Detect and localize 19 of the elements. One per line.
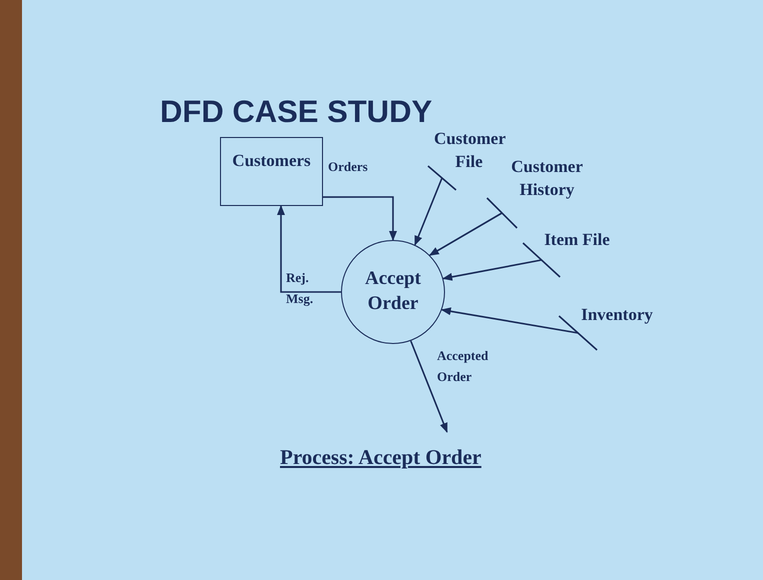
edge-label: Rej. Msg.	[286, 269, 314, 308]
process-label: Accept Order	[364, 267, 422, 316]
arrow	[276, 205, 341, 293]
arrow	[440, 307, 578, 334]
edge-label: Orders	[328, 158, 369, 176]
store-label: Inventory	[580, 304, 654, 326]
arrow	[323, 196, 397, 241]
arrow	[410, 340, 448, 433]
edge-label: Accepted Order	[437, 347, 489, 386]
entity-box	[220, 137, 323, 206]
store-label: Item File	[543, 229, 611, 251]
store-label: Customer History	[510, 156, 584, 201]
caption: Process: Accept Order	[280, 444, 482, 470]
arrow	[442, 259, 542, 281]
entity-label: Customers	[232, 150, 311, 172]
title: DFD CASE STUDY	[160, 96, 432, 127]
arrow	[428, 212, 502, 256]
arrow	[414, 178, 443, 246]
store-label: Customer File	[434, 128, 504, 173]
